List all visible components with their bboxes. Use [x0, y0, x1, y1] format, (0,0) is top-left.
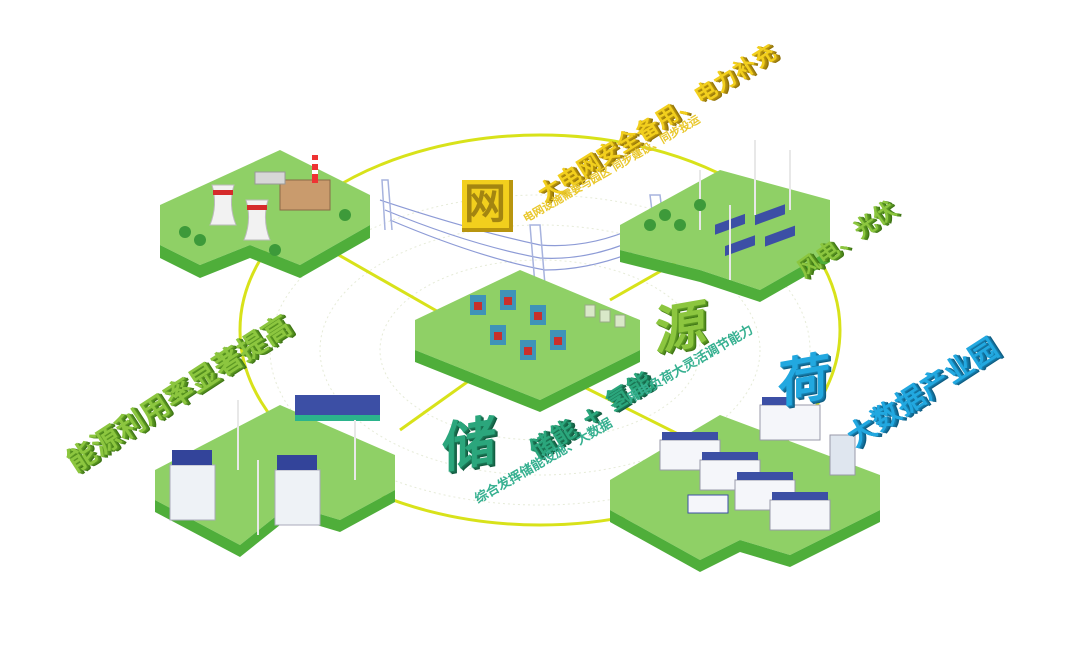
load-character: 荷 — [778, 346, 832, 416]
power-plant-island — [160, 150, 370, 278]
transformers — [470, 290, 566, 360]
data-park-island — [610, 397, 880, 572]
cooling-tower — [243, 199, 271, 241]
cooling-tower — [209, 184, 237, 226]
radiating-arcs — [269, 194, 811, 506]
grid-character: 网 — [462, 180, 514, 232]
wind-solar-island — [620, 140, 830, 302]
building — [169, 450, 216, 521]
chimney — [312, 155, 318, 183]
factory-building — [279, 179, 331, 211]
substation-island — [415, 270, 640, 412]
connection-ring — [238, 133, 842, 527]
green-community-island — [155, 395, 395, 557]
charging-station — [295, 395, 380, 421]
storage-character: 储 — [442, 408, 497, 481]
building — [274, 455, 321, 526]
